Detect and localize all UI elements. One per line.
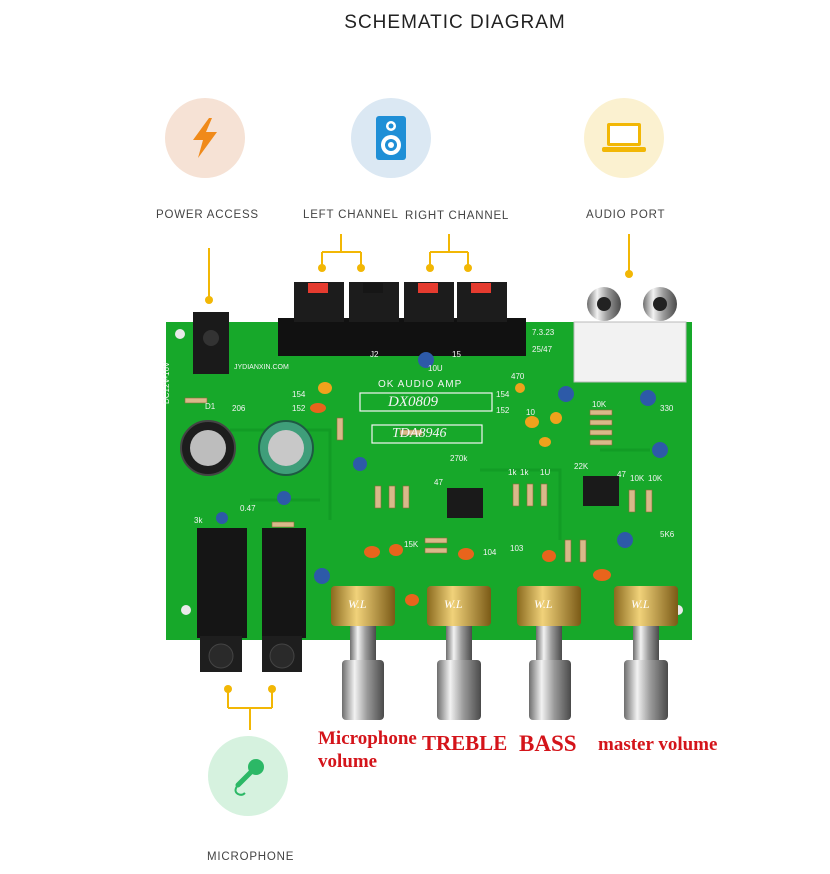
silk-470: 470 (511, 372, 525, 381)
silk-10: 10 (526, 408, 535, 417)
silk-1u: 1U (540, 468, 551, 477)
left-channel-icon-circle (351, 98, 431, 178)
pot-label-1: W.L (348, 597, 367, 611)
silk-206: 206 (232, 404, 246, 413)
silk-154-b: 154 (496, 390, 510, 399)
silk-j2: J2 (370, 350, 379, 359)
ic-chip-left (447, 488, 483, 518)
rca-audio-port (573, 321, 687, 383)
silk-10k-b: 10K (630, 474, 645, 483)
ic-chip-right (583, 476, 619, 506)
silk-15: 15 (452, 350, 461, 359)
knob-label-master-volume: master volume (598, 734, 718, 755)
board-chip-text: TDA8946 (392, 426, 447, 441)
silk-152-b: 152 (496, 406, 510, 415)
knob-label-treble: TREBLE (422, 731, 508, 755)
silk-10k-a: 10K (592, 400, 607, 409)
pot-label-2: W.L (444, 597, 463, 611)
silk-25-47: 25/47 (532, 345, 553, 354)
silk-152-a: 152 (292, 404, 306, 413)
microphone-icon-circle (208, 736, 288, 816)
silk-154-a: 154 (292, 390, 306, 399)
silk-10k-c: 10K (648, 474, 663, 483)
board-brand-text: JYDIANXIN.COM (234, 364, 289, 371)
audio-port-label: AUDIO PORT (586, 209, 666, 221)
silk-330: 330 (660, 404, 674, 413)
left-channel-label: LEFT CHANNEL (303, 209, 399, 221)
board-model-text: DX0809 (388, 394, 438, 410)
silk-5k6: 5K6 (660, 530, 675, 539)
silk-270k: 270k (450, 454, 468, 463)
microphone-jack-1 (197, 528, 247, 638)
pot-label-3: W.L (534, 597, 553, 611)
knob-label-bass: BASS (519, 731, 577, 756)
lightning-bolt-icon (193, 118, 217, 158)
silk-47-b: 47 (617, 470, 626, 479)
silk-047: 0.47 (240, 504, 256, 513)
silk-1k-a: 1k (508, 468, 517, 477)
microphone-icon (234, 759, 264, 796)
potentiometer-master-volume[interactable] (614, 586, 678, 720)
board-header-text: OK AUDIO AMP (378, 379, 463, 390)
silk-104: 104 (483, 548, 497, 557)
silk-3k: 3k (194, 516, 203, 525)
silk-103: 103 (510, 544, 524, 553)
board-power-rating: DC12V-16V (162, 361, 171, 404)
microphone-label: MICROPHONE (207, 851, 295, 863)
silk-47-a: 47 (434, 478, 443, 487)
potentiometer-treble[interactable] (427, 586, 491, 720)
right-channel-label: RIGHT CHANNEL (405, 210, 510, 222)
laptop-icon (602, 123, 646, 152)
microphone-jack-2 (262, 528, 306, 638)
knob-label-mic-volume-line2: volume (318, 751, 378, 772)
silk-date: 7.3.23 (532, 328, 555, 337)
power-access-label: POWER ACCESS (156, 209, 259, 221)
diagram-title: SCHEMATIC DIAGRAM (344, 12, 566, 33)
potentiometer-mic-volume[interactable] (331, 586, 395, 720)
audio-port-icon-circle (584, 98, 664, 178)
silk-d1: D1 (205, 402, 216, 411)
speaker-icon (376, 116, 406, 160)
potentiometer-bass[interactable] (517, 586, 581, 720)
silk-10u: 10U (428, 364, 443, 373)
speaker-terminal-block (278, 318, 526, 356)
power-access-icon-circle (165, 98, 245, 178)
silk-15k: 15K (404, 540, 419, 549)
silk-1k-b: 1k (520, 468, 529, 477)
pot-label-4: W.L (631, 597, 650, 611)
silk-22k: 22K (574, 462, 589, 471)
knob-label-mic-volume-line1: Microphone (318, 728, 417, 749)
